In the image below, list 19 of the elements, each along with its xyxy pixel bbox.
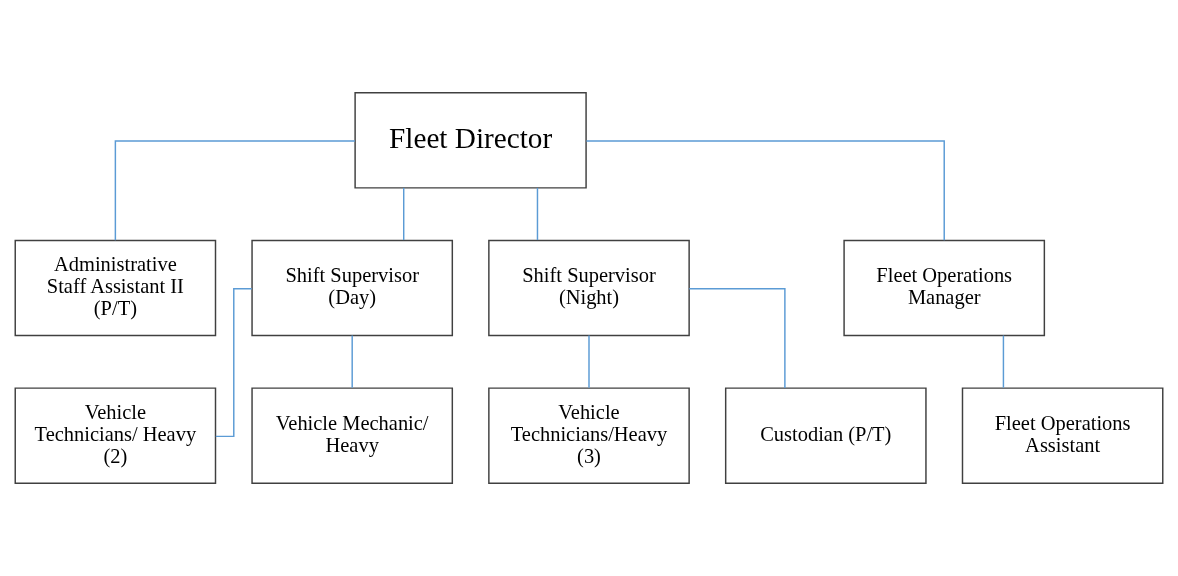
connector: [1002, 334, 1005, 389]
node-box: Shift Supervisor (Night): [488, 239, 690, 337]
node-box: Vehicle Technicians/ Heavy (2): [14, 387, 217, 484]
node-box: Fleet Director: [354, 92, 587, 189]
connector: [215, 288, 253, 438]
connector: [688, 288, 786, 389]
node-box: Vehicle Mechanic/ Heavy: [251, 387, 454, 484]
connector: [114, 140, 356, 242]
connector: [351, 334, 353, 389]
node-box: Administrative Staff Assistant II (P/T): [14, 239, 217, 337]
connector: [588, 334, 590, 389]
node-box: Custodian (P/T): [724, 387, 927, 484]
node-box: Fleet Operations Assistant: [961, 387, 1164, 484]
connector: [402, 187, 405, 241]
connector: [536, 187, 539, 241]
connector: [585, 140, 945, 242]
node-box: Fleet Operations Manager: [843, 239, 1046, 337]
node-box: Vehicle Technicians/Heavy (3): [488, 387, 690, 484]
node-box: Shift Supervisor (Day): [251, 239, 454, 337]
